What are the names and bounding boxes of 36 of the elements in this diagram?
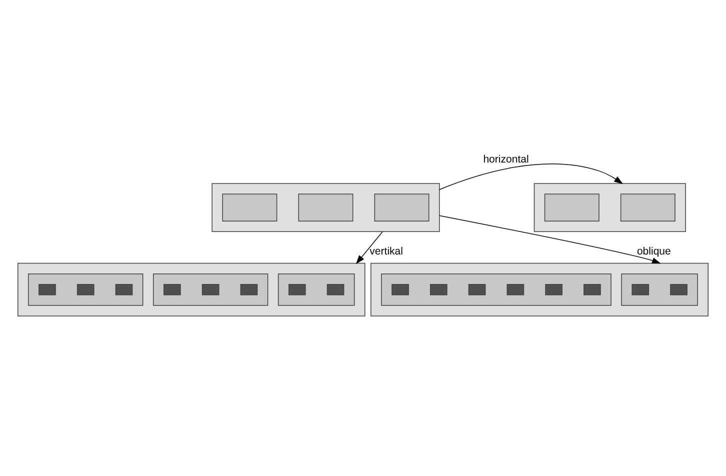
cluster — [370, 262, 708, 316]
cluster — [212, 183, 440, 232]
cluster — [381, 273, 612, 306]
edge-label: oblique — [636, 245, 671, 258]
arrow — [439, 215, 662, 264]
node-box — [240, 284, 258, 296]
node-box — [545, 284, 562, 296]
edge-label: horizontal — [483, 153, 529, 166]
node-box — [670, 284, 688, 296]
cluster — [18, 262, 366, 316]
node-box — [222, 194, 278, 222]
node-box — [326, 284, 344, 296]
edge-label: vertikal — [370, 245, 403, 258]
node-box — [584, 284, 601, 296]
node-box — [298, 194, 354, 222]
node-box — [202, 284, 220, 296]
node-box — [38, 284, 56, 296]
cluster — [534, 183, 686, 232]
cluster — [152, 273, 268, 306]
cluster — [28, 273, 144, 306]
arrow — [356, 231, 383, 264]
node-box — [506, 284, 524, 296]
cluster — [278, 273, 355, 306]
node-box — [632, 284, 650, 296]
node-box — [468, 284, 486, 296]
node-box — [544, 194, 600, 222]
node-box — [374, 194, 430, 222]
node-box — [288, 284, 306, 296]
node-box — [620, 194, 676, 222]
node-box — [430, 284, 448, 296]
cluster — [621, 273, 698, 306]
node-box — [76, 284, 94, 296]
arrow — [439, 164, 624, 190]
node-box — [392, 284, 409, 296]
node-box — [115, 284, 133, 296]
node-box — [164, 284, 181, 296]
